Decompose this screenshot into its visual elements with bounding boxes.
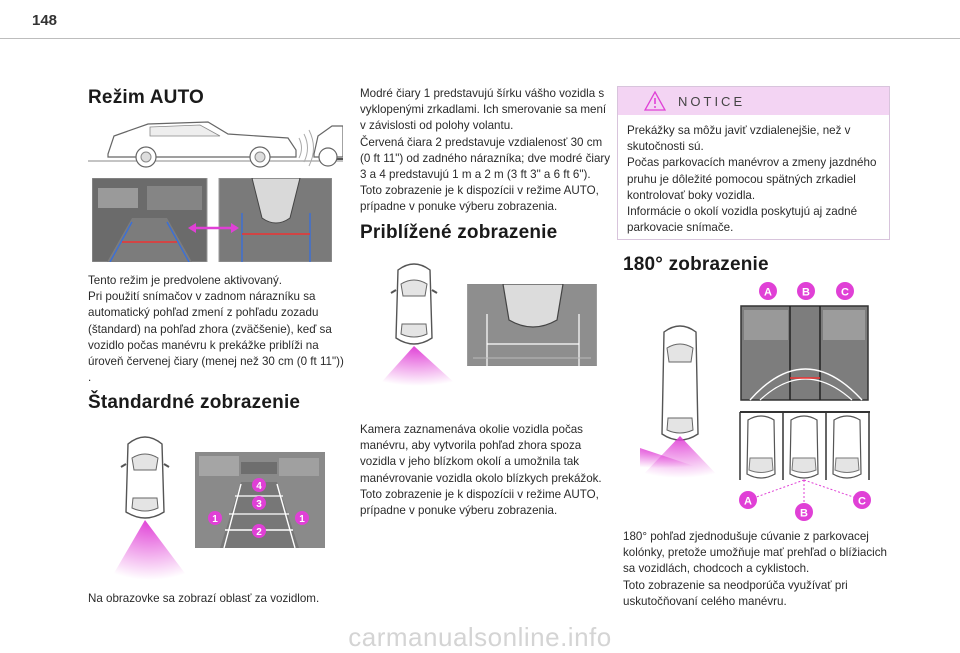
badge-4: 4 [256,481,262,492]
view-180-description: 180° pohľad zjednodušuje cúvanie z parko… [623,530,888,608]
heading-180-view: 180° zobrazenie [623,254,769,275]
standard-view-car-topdown [110,436,190,580]
heading-standard-view: Štandardné zobrazenie [88,392,301,413]
standard-view-caption: Na obrazovke sa zobrazí oblasť za vozidl… [88,592,320,605]
page-number: 148 [32,12,58,29]
watermark: carmanualsonline.info [348,622,612,652]
auto-mode-description: Tento režim je predvolene aktivovaný. Pr… [88,274,344,385]
standard-view-camera-screen: 4 3 1 1 2 [195,452,325,548]
blue-lines-description: Modré čiary 1 predstavujú šírku vášho vo… [360,87,611,214]
label-bottom-c: C [858,496,866,508]
badge-3: 3 [256,499,262,510]
notice-text: Prekážky sa môžu javiť vzdialenejšie, ne… [627,124,877,235]
auto-mode-side-illustration [88,121,343,168]
heading-zoom-view: Priblížené zobrazenie [360,222,558,243]
label-top-c: C [841,287,849,299]
auto-mode-camera-views [92,178,332,262]
label-bottom-a: A [744,496,752,508]
badge-1-left: 1 [212,514,218,525]
heading-auto-mode: Režim AUTO [88,87,205,108]
header-divider [0,38,960,39]
label-top-b: B [802,287,810,299]
badge-1-right: 1 [299,514,305,525]
view-180-illustration: A B C A B C [640,282,871,521]
notice-header: NOTICE [618,87,889,115]
zoom-view-description: Kamera zaznamenáva okolie vozidla počas … [360,423,602,518]
zoom-view-camera-screen [467,284,597,366]
notice-box: NOTICE Prekážky sa môžu javiť vzdialenej… [617,86,890,240]
badge-2: 2 [256,527,262,538]
label-bottom-b: B [800,508,808,520]
notice-title: NOTICE [678,94,746,109]
label-top-a: A [764,287,772,299]
warning-icon [644,91,666,111]
zoom-view-car-topdown [378,263,458,386]
